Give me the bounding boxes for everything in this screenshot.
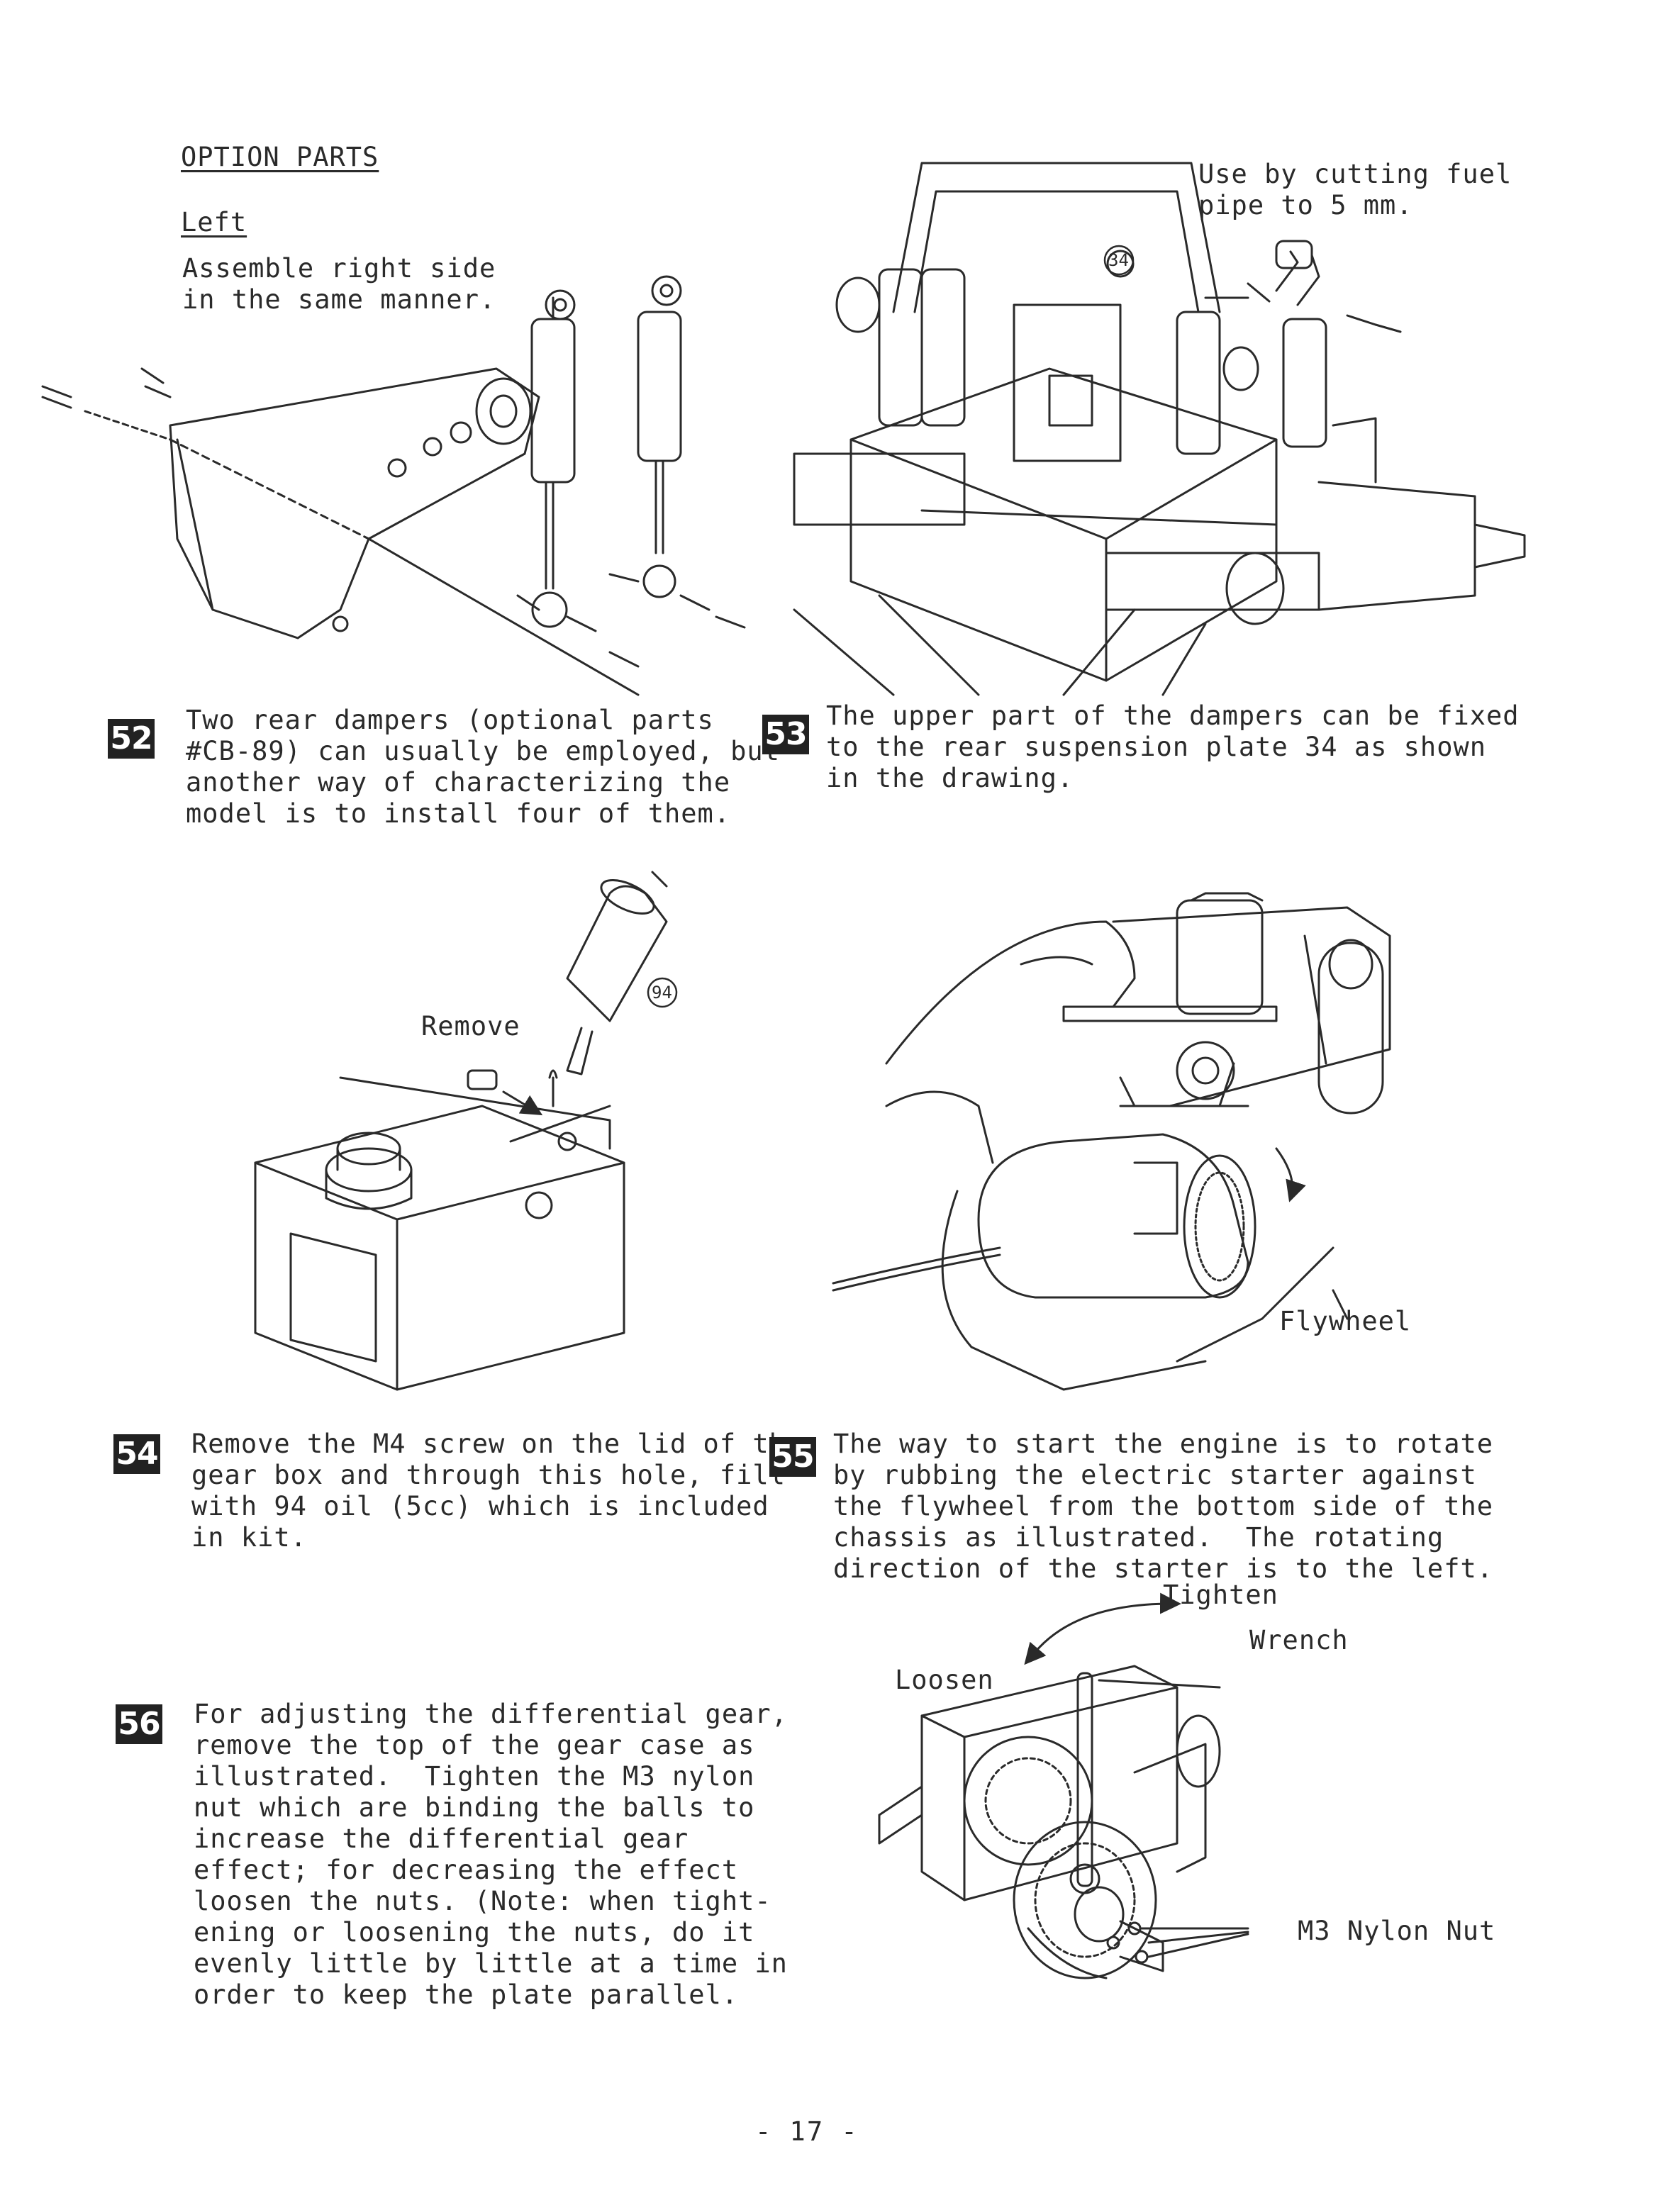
fig56-nut-label: M3 Nylon Nut: [1298, 1916, 1496, 1946]
step-52-line: another way of characterizing the: [186, 767, 731, 798]
figure-52-dampers: [41, 275, 746, 696]
step-52-line: #CB-89) can usually be employed, but: [186, 736, 780, 766]
step-56-line: evenly little by little at a time in: [194, 1948, 788, 1979]
fig53-callout-line-1: Use by cutting fuel: [1198, 159, 1512, 189]
fig56-wrench-label: Wrench: [1249, 1625, 1349, 1655]
fig55-flywheel-label: Flywheel: [1279, 1306, 1412, 1336]
step-54-badge: 54: [113, 1434, 160, 1474]
step-53-line: The upper part of the dampers can be fix…: [826, 700, 1520, 731]
fig56-tighten-label: Tighten: [1163, 1580, 1278, 1610]
step-52-badge: 52: [108, 719, 155, 759]
option-parts-side: Left: [181, 207, 247, 238]
step-56-line: For adjusting the differential gear,: [194, 1699, 788, 1729]
fig54-remove-label: Remove: [421, 1011, 520, 1041]
option-note-line-2: in the same manner.: [182, 284, 496, 315]
step-56-line: remove the top of the gear case as: [194, 1730, 755, 1760]
step-53-line: to the rear suspension plate 34 as shown: [826, 732, 1487, 762]
fig56-loosen-label: Loosen: [895, 1665, 994, 1695]
step-56-line: loosen the nuts. (Note: when tight-: [194, 1886, 771, 1916]
step-56-line: illustrated. Tighten the M3 nylon: [194, 1761, 755, 1792]
step-55-line: the flywheel from the bottom side of the: [833, 1491, 1494, 1521]
fig53-callout-line-2: pipe to 5 mm.: [1198, 190, 1413, 220]
figure-54-gearbox: [254, 871, 668, 1391]
step-55-line: by rubbing the electric starter against: [833, 1460, 1477, 1490]
step-55-line: direction of the starter is to the left.: [833, 1553, 1494, 1584]
step-55-badge: 55: [769, 1437, 816, 1477]
step-52-line: Two rear dampers (optional parts: [186, 705, 714, 735]
step-54-line: Remove the M4 screw on the lid of the: [191, 1429, 803, 1459]
step-53-line: in the drawing.: [826, 763, 1074, 793]
option-note-line-1: Assemble right side: [182, 253, 496, 284]
fig53-part-number: 34: [1108, 250, 1129, 270]
step-55-text: The way to start the engine is to rotate…: [833, 1429, 1493, 1585]
figure-55-starter: [832, 892, 1391, 1391]
step-56-line: nut which are binding the balls to: [194, 1792, 755, 1823]
step-52-line: model is to install four of them.: [186, 798, 731, 829]
step-53-text: The upper part of the dampers can be fix…: [826, 700, 1520, 794]
step-56-line: increase the differential gear: [194, 1823, 689, 1854]
step-53-badge: 53: [762, 715, 809, 754]
fig54-part-number: 94: [652, 983, 672, 1002]
step-52-text: Two rear dampers (optional parts #CB-89)…: [186, 705, 780, 830]
step-55-line: chassis as illustrated. The rotating: [833, 1522, 1444, 1553]
page-number: - 17 -: [755, 2116, 859, 2147]
step-56-line: ening or loosening the nuts, do it: [194, 1917, 755, 1948]
step-56-badge: 56: [116, 1704, 162, 1744]
step-55-line: The way to start the engine is to rotate: [833, 1429, 1494, 1459]
step-54-text: Remove the M4 screw on the lid of the ge…: [191, 1429, 802, 1553]
step-56-line: effect; for decreasing the effect: [194, 1855, 739, 1885]
option-parts-title: OPTION PARTS: [181, 142, 379, 172]
step-54-line: gear box and through this hole, fill: [191, 1460, 786, 1490]
step-54-line: with 94 oil (5cc) which is included: [191, 1491, 769, 1521]
step-54-line: in kit.: [191, 1522, 307, 1553]
figure-53-rear-frame: [793, 162, 1526, 696]
figure-56-differential: [878, 1592, 1249, 1979]
step-56-line: order to keep the plate parallel.: [194, 1979, 739, 2010]
step-56-text: For adjusting the differential gear, rem…: [194, 1699, 788, 2011]
